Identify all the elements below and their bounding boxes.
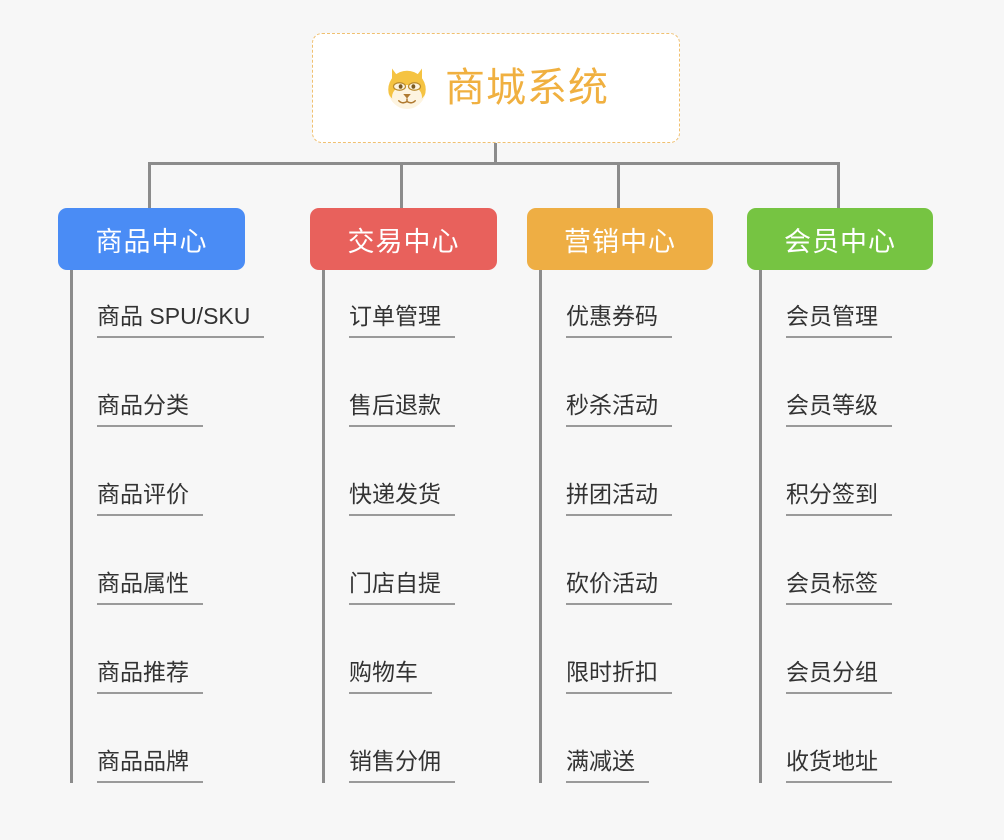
leaf-label: 限时折扣 — [566, 659, 672, 694]
list-item[interactable]: 商品推荐 — [73, 605, 264, 694]
leaf-label: 会员管理 — [786, 303, 892, 338]
leaf-label: 快递发货 — [349, 481, 455, 516]
list-item[interactable]: 快递发货 — [325, 427, 497, 516]
list-item[interactable]: 售后退款 — [325, 338, 497, 427]
list-item[interactable]: 优惠券码 — [542, 278, 713, 338]
category-header-trade[interactable]: 交易中心 — [310, 208, 497, 270]
connector-drop-4 — [837, 162, 840, 208]
leaf-label: 售后退款 — [349, 392, 455, 427]
leaf-list-marketing: 优惠券码 秒杀活动 拼团活动 砍价活动 限时折扣 满减送 — [539, 270, 713, 783]
leaf-label: 拼团活动 — [566, 481, 672, 516]
list-item[interactable]: 商品评价 — [73, 427, 264, 516]
list-item[interactable]: 拼团活动 — [542, 427, 713, 516]
list-item[interactable]: 门店自提 — [325, 516, 497, 605]
list-item[interactable]: 收货地址 — [762, 694, 933, 783]
category-header-product[interactable]: 商品中心 — [58, 208, 245, 270]
leaf-label: 商品分类 — [97, 392, 203, 427]
connector-drop-3 — [617, 162, 620, 208]
leaf-label: 商品属性 — [97, 570, 203, 605]
list-item[interactable]: 会员等级 — [762, 338, 933, 427]
leaf-list-product: 商品 SPU/SKU 商品分类 商品评价 商品属性 商品推荐 商品品牌 — [70, 270, 265, 783]
list-item[interactable]: 会员标签 — [762, 516, 933, 605]
list-item[interactable]: 积分签到 — [762, 427, 933, 516]
list-item[interactable]: 销售分佣 — [325, 694, 497, 783]
list-item[interactable]: 砍价活动 — [542, 516, 713, 605]
list-item[interactable]: 商品属性 — [73, 516, 264, 605]
leaf-label: 门店自提 — [349, 570, 455, 605]
category-label: 会员中心 — [784, 226, 896, 257]
category-column-marketing: 营销中心 优惠券码 秒杀活动 拼团活动 砍价活动 限时折扣 满减送 — [527, 208, 713, 783]
list-item[interactable]: 商品分类 — [73, 338, 264, 427]
leaf-label: 购物车 — [349, 659, 432, 694]
leaf-label: 满减送 — [566, 748, 649, 783]
category-label: 交易中心 — [347, 226, 460, 257]
leaf-list-member: 会员管理 会员等级 积分签到 会员标签 会员分组 收货地址 — [759, 270, 933, 783]
connector-root-stem — [494, 143, 497, 164]
category-label: 商品中心 — [95, 226, 208, 257]
leaf-label: 商品评价 — [97, 481, 203, 516]
leaf-label: 会员标签 — [786, 570, 892, 605]
list-item[interactable]: 购物车 — [325, 605, 497, 694]
category-column-product: 商品中心 商品 SPU/SKU 商品分类 商品评价 商品属性 商品推荐 商品品牌 — [58, 208, 265, 783]
leaf-label: 销售分佣 — [349, 748, 455, 783]
category-header-marketing[interactable]: 营销中心 — [527, 208, 713, 270]
leaf-label: 收货地址 — [786, 748, 892, 783]
category-header-member[interactable]: 会员中心 — [747, 208, 933, 270]
leaf-label: 会员等级 — [786, 392, 892, 427]
leaf-label: 优惠券码 — [566, 303, 672, 338]
leaf-label: 订单管理 — [349, 303, 455, 338]
root-node[interactable]: 商城系统 — [312, 33, 680, 143]
category-column-member: 会员中心 会员管理 会员等级 积分签到 会员标签 会员分组 收货地址 — [747, 208, 933, 783]
connector-drop-2 — [400, 162, 403, 208]
list-item[interactable]: 秒杀活动 — [542, 338, 713, 427]
list-item[interactable]: 订单管理 — [325, 278, 497, 338]
list-item[interactable]: 限时折扣 — [542, 605, 713, 694]
connector-drop-1 — [148, 162, 151, 208]
leaf-label: 商品 SPU/SKU — [97, 303, 265, 338]
list-item[interactable]: 会员管理 — [762, 278, 933, 338]
leaf-label: 商品推荐 — [97, 659, 203, 694]
root-title: 商城系统 — [445, 66, 609, 110]
leaf-label: 商品品牌 — [97, 748, 203, 783]
list-item[interactable]: 会员分组 — [762, 605, 933, 694]
leaf-label: 会员分组 — [786, 659, 892, 694]
leaf-label: 砍价活动 — [566, 570, 672, 605]
leaf-label: 积分签到 — [786, 481, 892, 516]
dog-face-icon — [388, 68, 426, 109]
list-item[interactable]: 商品品牌 — [73, 694, 264, 783]
list-item[interactable]: 商品 SPU/SKU — [73, 278, 265, 338]
list-item[interactable]: 满减送 — [542, 694, 713, 783]
leaf-label: 秒杀活动 — [566, 392, 672, 427]
category-label: 营销中心 — [564, 226, 676, 257]
category-column-trade: 交易中心 订单管理 售后退款 快递发货 门店自提 购物车 销售分佣 — [310, 208, 497, 783]
leaf-list-trade: 订单管理 售后退款 快递发货 门店自提 购物车 销售分佣 — [322, 270, 497, 783]
connector-root-bar — [148, 162, 840, 165]
